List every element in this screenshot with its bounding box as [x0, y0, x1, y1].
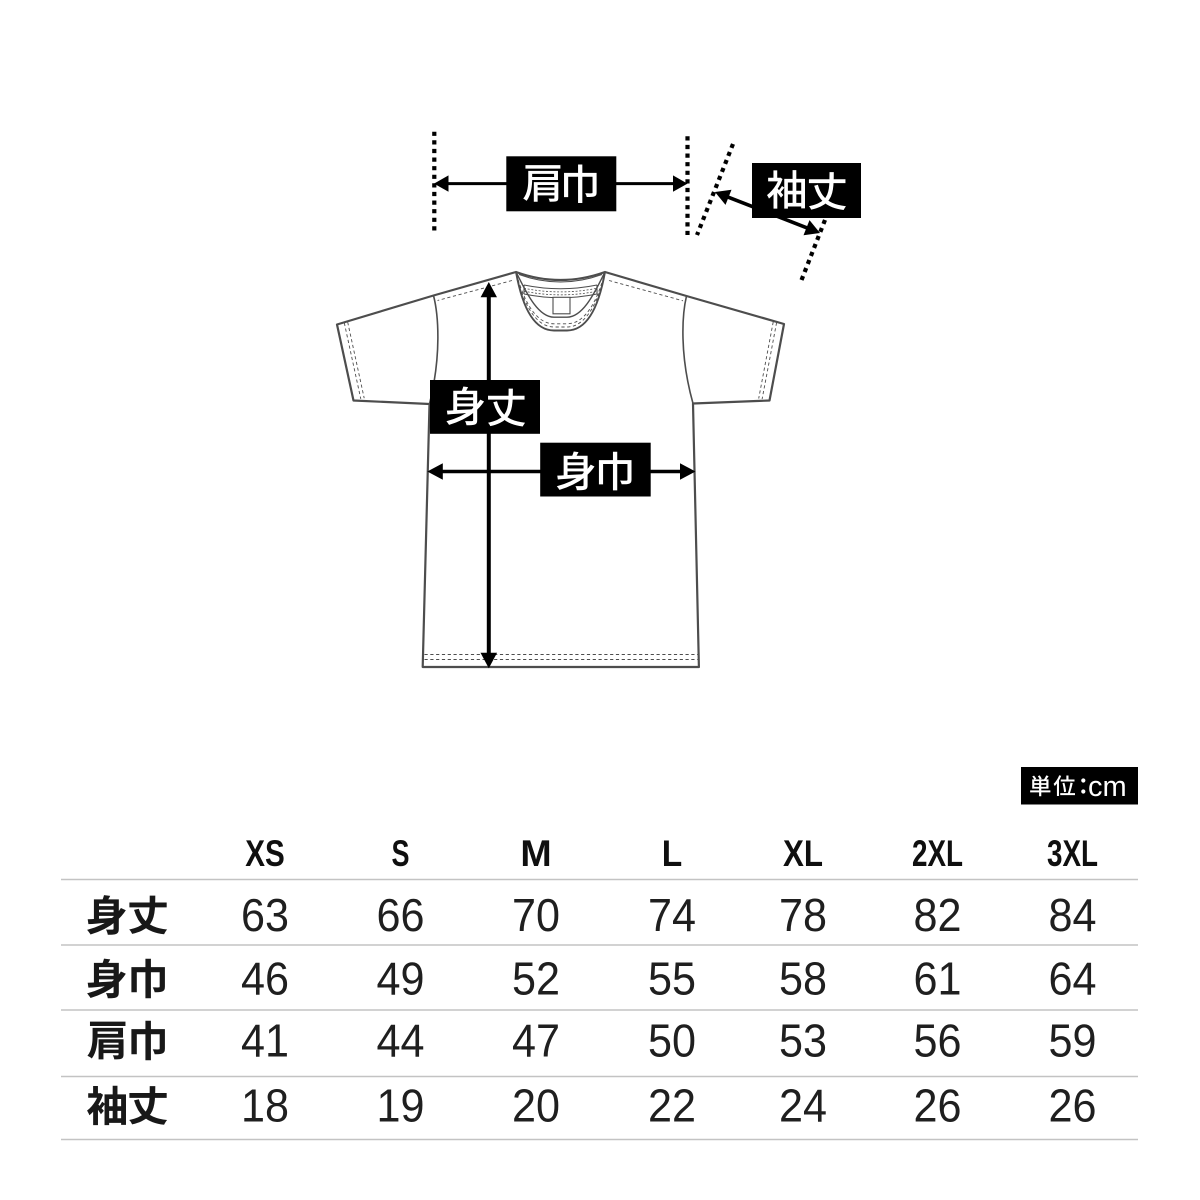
svg-text:46: 46	[241, 953, 289, 1005]
svg-text:59: 59	[1049, 1015, 1097, 1067]
svg-text:3XL: 3XL	[1047, 833, 1098, 874]
svg-text:2XL: 2XL	[912, 833, 963, 874]
svg-text:24: 24	[779, 1080, 827, 1132]
svg-text:XL: XL	[783, 833, 823, 874]
svg-text:cm: cm	[1088, 771, 1127, 803]
svg-text:41: 41	[241, 1015, 289, 1067]
svg-text:22: 22	[648, 1080, 696, 1132]
svg-text:63: 63	[241, 889, 289, 941]
svg-text:L: L	[662, 833, 683, 874]
svg-text:19: 19	[377, 1080, 425, 1132]
svg-text:26: 26	[914, 1080, 962, 1132]
svg-text:56: 56	[914, 1015, 962, 1067]
svg-text:70: 70	[512, 889, 560, 941]
svg-text:58: 58	[779, 953, 827, 1005]
svg-text:44: 44	[377, 1015, 425, 1067]
svg-text:82: 82	[914, 889, 962, 941]
svg-text:52: 52	[512, 953, 560, 1005]
svg-text:53: 53	[779, 1015, 827, 1067]
svg-text:66: 66	[377, 889, 425, 941]
svg-text:50: 50	[648, 1015, 696, 1067]
svg-text:47: 47	[512, 1015, 560, 1067]
svg-text:64: 64	[1049, 953, 1097, 1005]
svg-text:XS: XS	[245, 833, 285, 874]
svg-text:84: 84	[1049, 889, 1097, 941]
svg-text:61: 61	[914, 953, 962, 1005]
svg-text:26: 26	[1049, 1080, 1097, 1132]
svg-text:20: 20	[512, 1080, 560, 1132]
svg-text:S: S	[392, 833, 410, 874]
svg-text:49: 49	[377, 953, 425, 1005]
svg-text:M: M	[520, 833, 551, 874]
svg-text:74: 74	[648, 889, 696, 941]
svg-text:55: 55	[648, 953, 696, 1005]
svg-text:18: 18	[241, 1080, 289, 1132]
svg-text:78: 78	[779, 889, 827, 941]
